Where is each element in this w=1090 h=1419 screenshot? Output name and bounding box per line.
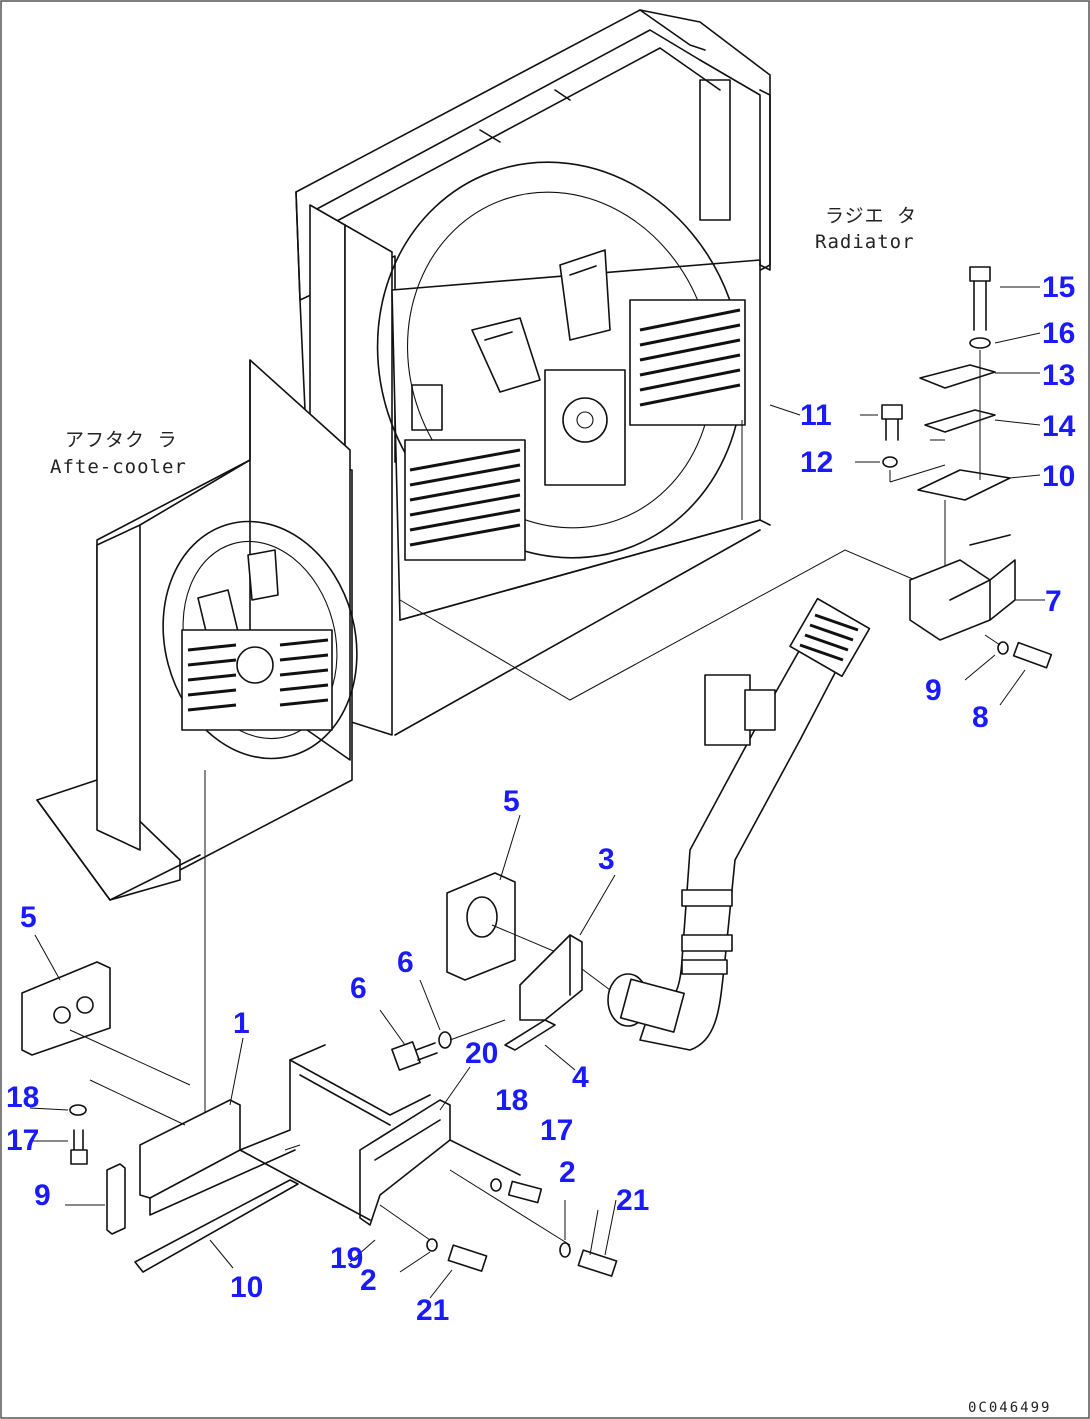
callout-20: 11 bbox=[800, 399, 832, 432]
part-9-bolt-right bbox=[559, 1242, 618, 1277]
part-12-shim bbox=[504, 1019, 556, 1051]
callout-leaders bbox=[29, 286, 1045, 1299]
callout-2: 5 bbox=[20, 901, 37, 934]
callout-12: 4 bbox=[572, 1061, 589, 1094]
radiator-assembly bbox=[295, 9, 916, 736]
part-18-washer bbox=[997, 641, 1009, 655]
callout-24: 15 bbox=[1042, 271, 1075, 304]
part-25-washer bbox=[969, 337, 991, 349]
callout-15: 6 bbox=[397, 946, 414, 979]
part-2-pad bbox=[21, 961, 191, 1086]
radiator-label-jp: ラジエ タ bbox=[825, 205, 917, 227]
aftercooler-label-jp: アフタク ラ bbox=[65, 429, 177, 451]
part-11-bracket bbox=[519, 934, 583, 1021]
callout-1: 1 bbox=[233, 1007, 250, 1040]
callout-7: 19 bbox=[330, 1242, 363, 1275]
part-20-bolt bbox=[881, 404, 903, 441]
callout-4: 10 bbox=[230, 1271, 263, 1304]
part-9-bolt-left bbox=[426, 1238, 488, 1272]
callout-numbers: 1 5 9 10 17 17 18 18 19 20 21 21 2 2 3 4… bbox=[6, 271, 1076, 1327]
callout-5-left: 17 bbox=[6, 1124, 39, 1157]
aftercooler-assembly bbox=[36, 359, 358, 1145]
part-5-bolt-right bbox=[490, 1178, 543, 1204]
callout-10-right: 2 bbox=[559, 1156, 576, 1189]
callout-10-left: 2 bbox=[360, 1264, 377, 1297]
callout-6-left: 18 bbox=[6, 1081, 39, 1114]
radiator-label-en: Radiator bbox=[815, 231, 915, 253]
part-16-bracket bbox=[909, 534, 1016, 641]
callout-8: 20 bbox=[465, 1037, 498, 1070]
support-frame bbox=[89, 1044, 571, 1246]
part-3-spacer bbox=[106, 1163, 126, 1235]
callout-25: 16 bbox=[1042, 317, 1075, 350]
callout-9-right: 21 bbox=[616, 1184, 649, 1217]
part-14-bolt bbox=[391, 1041, 438, 1071]
callout-9-left: 21 bbox=[416, 1294, 449, 1327]
callout-6-right: 18 bbox=[495, 1084, 528, 1117]
callout-23: 14 bbox=[1042, 410, 1076, 443]
callout-21: 12 bbox=[800, 446, 833, 479]
callout-22: 13 bbox=[1042, 359, 1075, 392]
part-17-bolt bbox=[1012, 641, 1053, 669]
callout-18: 9 bbox=[925, 674, 942, 707]
callout-13: 5 bbox=[503, 785, 520, 818]
part-5-bolt-left bbox=[69, 1104, 88, 1165]
part-23-plate bbox=[924, 409, 996, 433]
callout-14: 6 bbox=[350, 972, 367, 1005]
callout-5-right: 17 bbox=[540, 1114, 573, 1147]
part-4-bar bbox=[134, 1179, 299, 1273]
part-15-washer bbox=[438, 1031, 452, 1049]
part-21-washer bbox=[882, 456, 898, 468]
callout-3: 9 bbox=[34, 1179, 51, 1212]
drawing-id: 0C046499 bbox=[968, 1400, 1051, 1416]
air-pipe bbox=[569, 597, 871, 1051]
part-24-bolt bbox=[969, 266, 991, 331]
part-13-block bbox=[446, 872, 571, 981]
part-19-plate bbox=[917, 469, 1011, 501]
callout-17: 8 bbox=[972, 701, 989, 734]
part-22-plate bbox=[919, 364, 996, 389]
callout-19: 10 bbox=[1042, 460, 1075, 493]
aftercooler-label-en: Afte-cooler bbox=[50, 456, 187, 478]
callout-16: 7 bbox=[1045, 585, 1062, 618]
callout-11: 3 bbox=[598, 843, 615, 876]
